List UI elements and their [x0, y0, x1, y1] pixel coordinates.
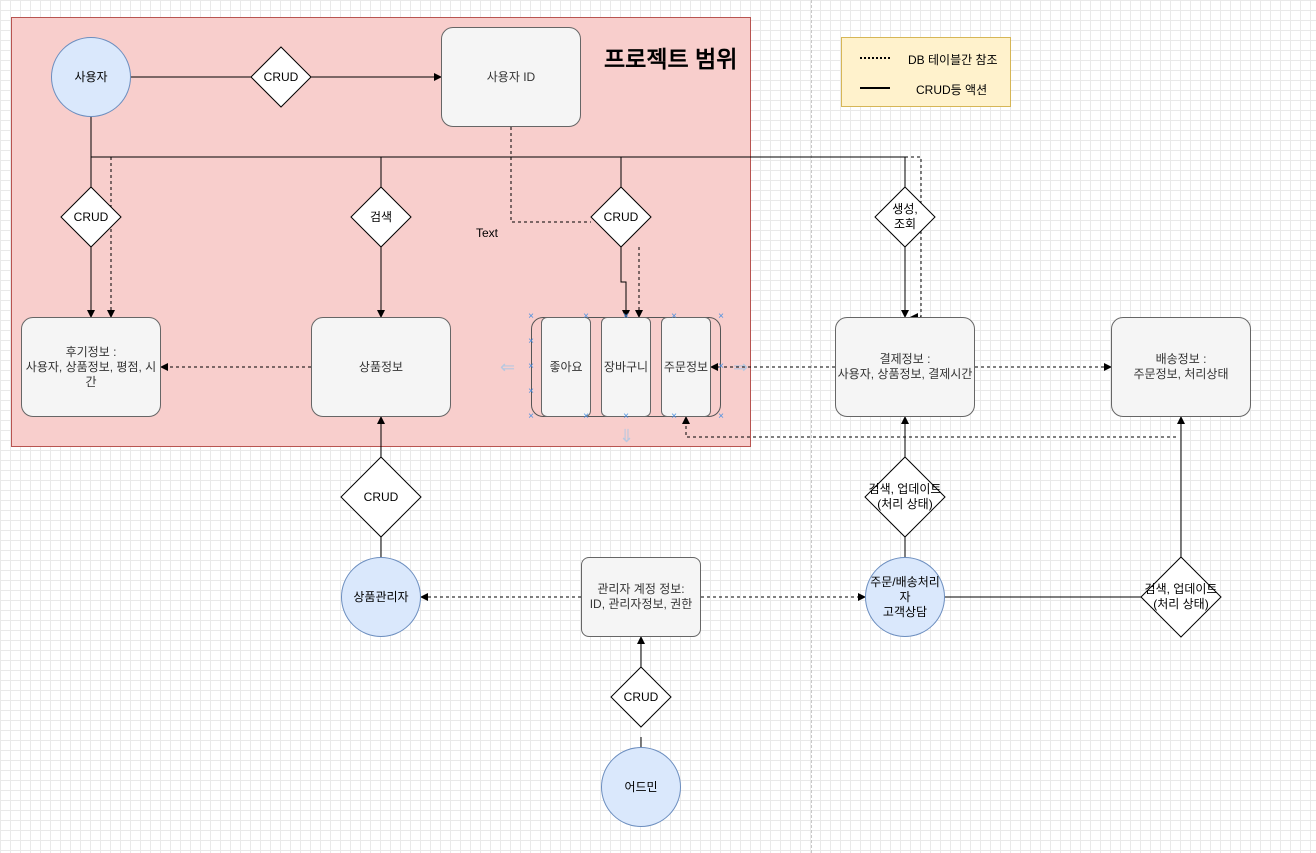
arrow-right-hint-icon[interactable]: ⇒	[733, 357, 749, 377]
selection-handle[interactable]: ×	[528, 336, 534, 347]
page-break-line	[811, 0, 812, 853]
node-order-info[interactable]: 주문정보	[661, 317, 711, 417]
legend-solid-label: CRUD등 액션	[916, 83, 988, 97]
diamond-search-update-payment	[864, 456, 946, 538]
node-admin-account-info[interactable]: 관리자 계정 정보: ID, 관리자정보, 권한	[581, 557, 701, 637]
edge-cart-crud-to-cart	[620, 247, 630, 318]
legend-dotted-line	[860, 57, 890, 59]
ref-userid-to-cart	[510, 127, 591, 223]
diamond-review-crud	[60, 186, 122, 248]
legend-dotted-label: DB 테이블간 참조	[908, 53, 998, 67]
selection-handle[interactable]: ×	[528, 361, 534, 372]
diamond-search	[350, 186, 412, 248]
node-user-id[interactable]: 사용자 ID	[441, 27, 581, 127]
diamond-admin-crud	[610, 666, 672, 728]
legend-solid-line	[860, 87, 890, 89]
actor-order-handler[interactable]: 주문/배송처리자 고객상담	[865, 557, 945, 637]
diamond-create-view	[874, 186, 936, 248]
arrow-left-hint-icon[interactable]: ⇐	[500, 357, 516, 377]
selection-handle[interactable]: ×	[671, 311, 677, 322]
selection-handle[interactable]: ×	[671, 411, 677, 422]
diamond-search-update-delivery	[1140, 556, 1222, 638]
ref-delivery-to-order	[682, 416, 1176, 438]
diamond-user-crud	[250, 46, 312, 108]
selection-handle[interactable]: ×	[718, 411, 724, 422]
node-payment-info[interactable]: 결제정보 : 사용자, 상품정보, 결제시간	[835, 317, 975, 417]
selection-handle[interactable]: ×	[583, 411, 589, 422]
actor-admin[interactable]: 어드민	[601, 747, 681, 827]
node-like[interactable]: 좋아요	[541, 317, 591, 417]
selection-handle[interactable]: ×	[623, 311, 629, 322]
floating-text-label: Text	[476, 226, 499, 240]
node-cart[interactable]: 장바구니	[601, 317, 651, 417]
arrow-down-hint-icon[interactable]: ⇓	[619, 426, 635, 446]
selection-handle[interactable]: ×	[583, 311, 589, 322]
node-review-info[interactable]: 후기정보 : 사용자, 상품정보, 평점, 시간	[21, 317, 161, 417]
node-product-info[interactable]: 상품정보	[311, 317, 451, 417]
diamond-product-crud	[340, 456, 422, 538]
project-scope-title: 프로젝트 범위	[604, 46, 738, 72]
actor-user[interactable]: 사용자	[51, 37, 131, 117]
legend-box: DB 테이블간 참조 CRUD등 액션	[841, 37, 1011, 107]
selection-handle[interactable]: ×	[718, 361, 724, 372]
selection-handle[interactable]: ×	[528, 411, 534, 422]
selection-handle[interactable]: ×	[718, 311, 724, 322]
node-delivery-info[interactable]: 배송정보 : 주문정보, 처리상태	[1111, 317, 1251, 417]
selection-handle[interactable]: ×	[528, 311, 534, 322]
selection-handle[interactable]: ×	[623, 411, 629, 422]
actor-product-manager[interactable]: 상품관리자	[341, 557, 421, 637]
selection-handle[interactable]: ×	[528, 386, 534, 397]
diamond-cart-crud	[590, 186, 652, 248]
